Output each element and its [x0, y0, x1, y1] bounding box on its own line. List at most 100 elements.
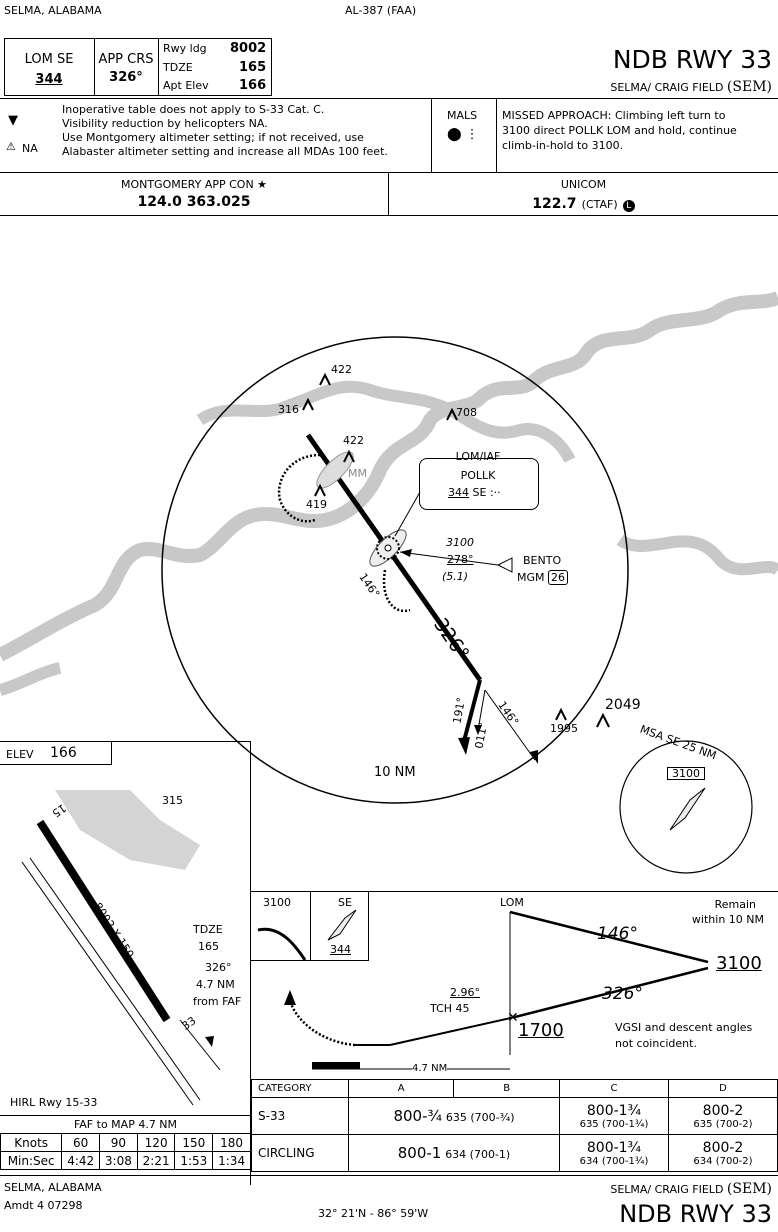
app-crs-label: APP CRS: [98, 52, 154, 67]
procedure-id: AL-387 (FAA): [345, 4, 417, 17]
obstacle-elev: 422: [331, 363, 352, 376]
elev-box: [0, 741, 112, 765]
approach-control-freq: 124.0 363.025: [137, 194, 251, 210]
timing-cell: 4:42: [61, 1151, 101, 1170]
runway-lighting: HIRL Rwy 15-33: [10, 1096, 98, 1109]
lom-iaf-name: POLLK: [460, 469, 496, 482]
comms-panel: [0, 172, 778, 216]
profile-lom: LOM: [500, 896, 524, 909]
unicom-label: UNICOM: [560, 178, 607, 191]
category-a: A: [347, 1079, 455, 1098]
diagram-tdze-label: TDZE: [193, 923, 223, 936]
feeder-course: 278°: [447, 553, 474, 566]
missed-approach-1: MISSED APPROACH: Climbing left turn to: [502, 109, 726, 122]
profile-outbound-crs: 146°: [597, 924, 638, 944]
vgsi-note-1: VGSI and descent angles: [615, 1021, 753, 1034]
rwy-ldg: 8002: [230, 41, 267, 56]
arrowhead: [400, 549, 412, 557]
profile-msa-divider: [310, 891, 311, 961]
river: [0, 662, 62, 696]
arrowhead: [474, 725, 482, 735]
feeder-altitude: 3100: [446, 536, 474, 549]
missed-approach-segment: [461, 679, 482, 746]
diagram-tdze: 165: [198, 940, 219, 953]
minimums-table: CATEGORY A B C D S-33 800-¾ 635 (700-¾) …: [251, 1079, 778, 1172]
river: [196, 380, 576, 463]
feeder-distance: (5.1): [442, 570, 469, 583]
timing-cell: 1:53: [174, 1151, 214, 1170]
faf-altitude: 1700: [518, 1020, 564, 1041]
obstacle-elev: 422: [343, 434, 364, 447]
timing-header: Knots: [0, 1133, 63, 1152]
timing-header: Min:Sec: [0, 1151, 63, 1170]
ring-label: 10 NM: [374, 765, 416, 780]
notes-divider: [431, 98, 432, 173]
obstacle-elev: 1995: [550, 722, 578, 735]
diagram-obstacle: 315: [162, 794, 183, 807]
minimums-row-name: S-33: [251, 1097, 349, 1135]
timing-title-row: [0, 1115, 251, 1133]
note-line-2: Visibility reduction by helicopters NA.: [62, 117, 268, 130]
category-b: B: [453, 1079, 560, 1098]
ten-nm-ring: [161, 336, 629, 804]
airport-diagram-frame: [0, 741, 251, 1185]
missed-approach-2: 3100 direct POLLK LOM and hold, continue: [502, 124, 737, 137]
obstacle-elev: 316: [278, 403, 299, 416]
arrowhead: [530, 750, 538, 764]
lom-frequency: 344: [35, 72, 63, 87]
bento-name: BENTO: [523, 554, 562, 567]
alternate-na: NA: [22, 142, 38, 155]
profile-outbound: [509, 910, 709, 964]
elev-label: ELEV: [6, 748, 34, 761]
profile-turn-arrow: [257, 927, 307, 961]
lom-iaf-box: [419, 458, 539, 510]
bento-vor: MGM 26: [517, 570, 569, 585]
timing-cell: 3:08: [99, 1151, 138, 1170]
profile-hold-alt: 3100: [716, 953, 762, 974]
apt-elev: 166: [239, 78, 267, 93]
note-line-3: Use Montgomery altimeter setting; if not…: [62, 131, 364, 144]
map-distance: 4.7 NM: [196, 978, 235, 991]
lom-label: LOM SE: [24, 52, 74, 67]
vgsi-note-2: not coincident.: [615, 1037, 697, 1050]
approach-control-label: MONTGOMERY APP CON ★: [120, 178, 268, 191]
timing-cell: 150: [174, 1133, 214, 1152]
holding-pattern: [382, 569, 411, 613]
msa-ndb-symbol: [669, 787, 706, 831]
river: [0, 291, 778, 662]
msa-circle: [619, 740, 753, 874]
timing-cell: 2:21: [136, 1151, 176, 1170]
map-from: from FAF: [193, 995, 242, 1008]
alternate-minimums-icon: ⚠: [6, 140, 16, 153]
minimums-ab: 800-¾ 635 (700-¾): [348, 1097, 560, 1135]
minimums-row-name: CIRCLING: [251, 1134, 349, 1172]
profile-frame: [251, 891, 778, 1071]
obstacle-symbols: [302, 372, 610, 728]
timing-cell: 120: [136, 1133, 176, 1152]
category-d: D: [668, 1079, 778, 1098]
middle-marker-label: MM: [348, 467, 367, 480]
airport-area: [55, 790, 200, 870]
profile-remain-1: Remain: [714, 898, 756, 911]
timing-table: Knots 60 90 120 150 180 Min:Sec 4:42 3:0…: [0, 1133, 251, 1170]
category-header: CATEGORY: [251, 1079, 349, 1098]
airport-name: SELMA/ CRAIG FIELD (SEM): [610, 79, 772, 95]
footer-amendment: Amdt 4 07298: [4, 1199, 83, 1212]
tch: TCH 45: [430, 1002, 470, 1015]
briefing-divider: [158, 38, 159, 96]
msa-profile-ndb: [327, 909, 357, 941]
takeoff-minimums-icon: ▼: [8, 113, 18, 128]
footer-title: NDB RWY 33: [619, 1200, 772, 1228]
note-line-4: Alabaster altimeter setting and increase…: [62, 145, 388, 158]
app-crs: 326°: [109, 70, 143, 85]
footer-rule: [0, 1175, 778, 1176]
timing-cell: 180: [212, 1133, 251, 1152]
notes-divider: [496, 98, 497, 173]
lom-iaf-title: LOM/IAF: [455, 450, 501, 463]
chart-title: NDB RWY 33: [612, 45, 772, 74]
rwy-ldg-label: Rwy ldg: [163, 42, 207, 55]
profile-pt-freq: 344: [330, 943, 351, 956]
